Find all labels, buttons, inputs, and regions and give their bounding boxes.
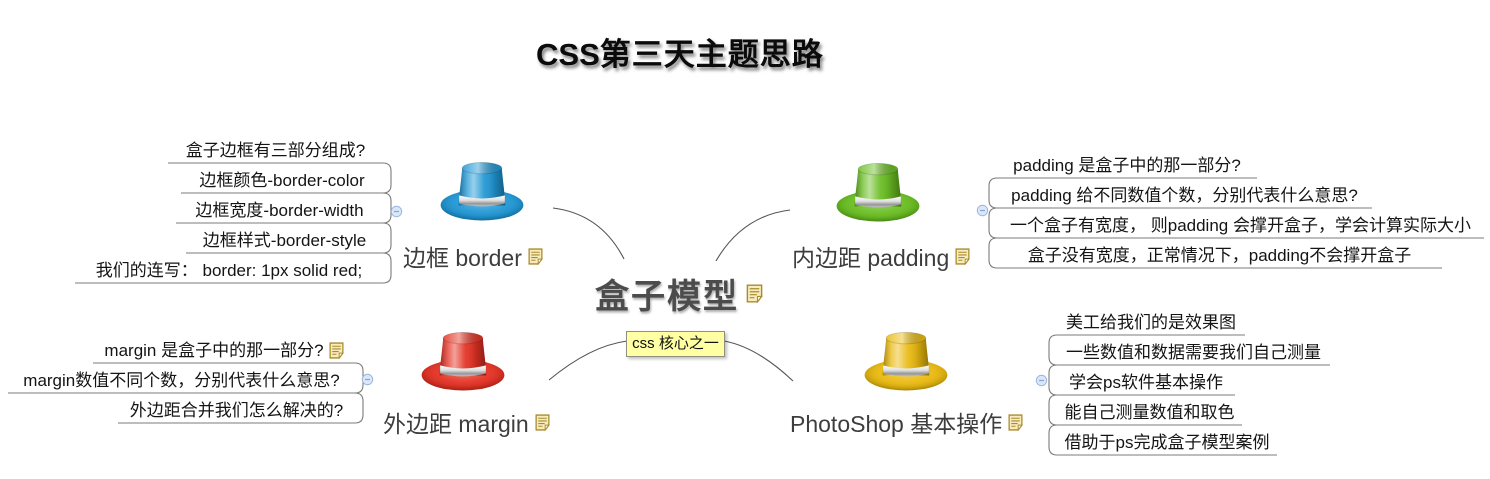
collapse-button-padding[interactable] [976,204,989,217]
subtopic-padding-2[interactable]: padding 给不同数值个数，分别代表什么意思? [1011,186,1358,205]
note-icon[interactable] [535,414,550,431]
topic-border-label: 边框 border [403,245,522,271]
tophat-yellow-icon[interactable] [862,330,950,392]
page-title-en: CSS [536,37,600,72]
subtopic-margin-3[interactable]: 外边距合并我们怎么解决的? [129,401,344,420]
collapse-button-border[interactable] [390,205,403,218]
subtopic-border-5[interactable]: 我们的连写： border: 1px solid red; [95,261,363,280]
tophat-green-icon[interactable] [834,161,922,223]
topic-margin[interactable]: 外边距 margin [383,405,550,439]
note-icon[interactable] [955,248,970,265]
subtopic-padding-1[interactable]: padding 是盒子中的那一部分? [1013,156,1241,175]
collapse-button-margin[interactable] [361,373,374,386]
note-icon[interactable] [746,284,763,303]
page-title[interactable]: CSS第三天主题思路 [536,29,824,74]
subtopic-padding-3[interactable]: 一个盒子有宽度， 则padding 会撑开盒子，学会计算实际大小 [1010,216,1471,235]
subtopic-margin-1[interactable]: margin 是盒子中的那一部分? [93,338,355,363]
subtopic-margin-2[interactable]: margin数值不同个数，分别代表什么意思? [23,371,340,390]
subtopic-margin-1-label: margin 是盒子中的那一部分? [104,341,324,360]
note-icon[interactable] [329,342,344,359]
subtopic-border-4[interactable]: 边框样式-border-style [202,231,367,250]
subtopic-photoshop-5[interactable]: 借助于ps完成盒子模型案例 [1064,433,1270,452]
central-topic-label: 盒子模型 [595,278,739,316]
subtopic-border-3[interactable]: 边框宽度-border-width [195,201,364,220]
subtopic-photoshop-1[interactable]: 美工给我们的是效果图 [1066,313,1236,332]
collapse-button-photoshop[interactable] [1035,374,1048,387]
topic-padding-label: 内边距 padding [792,245,950,271]
subtopic-photoshop-4[interactable]: 能自己测量数值和取色 [1064,403,1235,422]
subtopic-border-2[interactable]: 边框颜色-border-color [199,171,365,190]
topic-border[interactable]: 边框 border [403,239,543,273]
central-topic[interactable]: 盒子模型 [595,269,763,318]
topic-photoshop[interactable]: PhotoShop 基本操作 [790,405,1023,439]
note-icon[interactable] [1008,414,1023,431]
topic-padding[interactable]: 内边距 padding [792,239,970,273]
subtopic-photoshop-2[interactable]: 一些数值和数据需要我们自己测量 [1066,343,1321,362]
subtopic-photoshop-3[interactable]: 学会ps软件基本操作 [1069,373,1223,392]
tophat-red-icon[interactable] [419,330,507,392]
subtopic-padding-4[interactable]: 盒子没有宽度，正常情况下，padding不会撑开盒子 [1027,246,1412,265]
subtopic-border-1[interactable]: 盒子边框有三部分组成? [185,141,366,160]
tophat-blue-icon[interactable] [438,160,526,222]
topic-margin-label: 外边距 margin [383,411,529,437]
note-icon[interactable] [528,248,543,265]
central-tag-label[interactable]: css 核心之一 [626,331,725,357]
topic-photoshop-label: PhotoShop 基本操作 [790,411,1003,437]
page-title-zh: 第三天主题思路 [599,37,824,72]
